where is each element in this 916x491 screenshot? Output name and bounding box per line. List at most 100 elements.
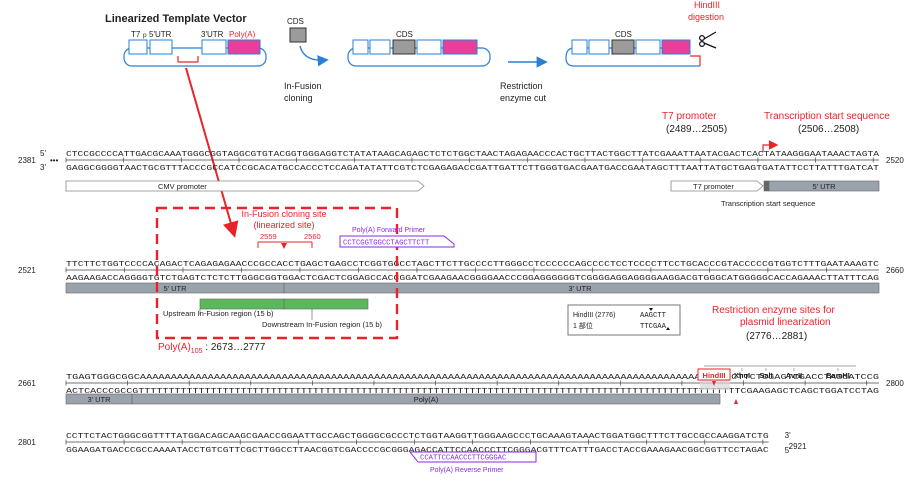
utr5-label: 5'UTR [149, 30, 172, 39]
three-prime-end: 3' [785, 431, 791, 440]
sequence-block-4: CCTTCTACTGGGCGGTTTTATGGACAGCAAGCGAACCGGA… [18, 431, 807, 455]
start-position: 2521 [18, 266, 36, 275]
p-label: p [143, 32, 147, 39]
sequence-block-2: TTCTTCTGGTCCCCACAGACTCAGAGAGAACCCGCCACCT… [18, 261, 904, 283]
tss-bar-label: Transcription start sequence [721, 199, 815, 208]
hindiii-info-title: HindIII (2776) [573, 312, 615, 319]
utr3-bar-2-label: 3' UTR [87, 395, 111, 404]
vector-schematic-3: CDS [565, 30, 701, 67]
utr5-bar-1 [768, 180, 880, 192]
hindiii-cut-bot [734, 399, 738, 404]
cds-label-1: CDS [287, 17, 304, 26]
pointer-arrow [185, 67, 239, 238]
sequence-block-1: CTCCGCCCCATTGACGCAAATGGGCGGTAGGCGTGTACGG… [18, 149, 904, 173]
enzyme-label-sali: SalI [759, 371, 772, 380]
infusion-label-1: In-Fusion [284, 81, 322, 91]
utr3-bar-1-label: 3' UTR [568, 284, 592, 293]
top-strand: CTCCGCCCCATTGACGCAAATGGGCGGTAGGCGTGTACGG… [66, 151, 880, 159]
cut-marker [281, 243, 287, 249]
hindiii-site-box [697, 368, 731, 381]
rs-title-2: plasmid linearization [740, 317, 831, 328]
bottom-strand: AAGAAGACCAGGGGTGTCTGAGTCTCTCTTGGGCGGTGGA… [66, 275, 879, 283]
bottom-strand: ACTCACCCGCCGTTTTTTTTTTTTTTTTTTTTTTTTTTTT… [66, 388, 879, 396]
end-position: 2520 [886, 156, 904, 165]
cmv-promoter-label: CMV promoter [158, 182, 207, 191]
hindiii-cut-top [712, 381, 716, 386]
rev-primer-box [408, 451, 537, 463]
infusion-site-title: In-Fusion cloning site [241, 209, 326, 219]
utr5-bar-label: 5' UTR [812, 182, 836, 191]
upstream-infusion-label: Upstream In-Fusion region (15 b) [163, 309, 274, 318]
hindiii-top-site: AAGCTT [640, 312, 667, 320]
t7-promoter-range: (2489…2505) [666, 124, 727, 135]
rs-title-1: Restriction enzyme sites for [712, 305, 835, 316]
five-prime-label: 5' [40, 149, 46, 158]
start-position: 2801 [18, 438, 36, 447]
bottom-strand: GAGGCGGGGTAACTGCGTTTACCCGCCATCCGCACATGCC… [66, 165, 880, 173]
end-position: 2660 [886, 266, 904, 275]
infusion-highlight-box [155, 206, 399, 340]
rev-primer-seq: CCATTCCAACCCTTCGGGAC [420, 455, 507, 463]
restriction-label-1: Restriction [500, 81, 543, 91]
end-position: 2800 [886, 379, 904, 388]
left-pos: 2559 [260, 232, 277, 241]
t7-promoter-bar [670, 180, 764, 192]
bottom-strand: GGAAGATGACCCGCCAAAATACCTGTCGTTCGCTTGGCCT… [66, 447, 770, 455]
fwd-primer-box [339, 235, 455, 248]
cmv-promoter-bar [65, 180, 425, 192]
three-prime-label: 3' [40, 163, 46, 172]
five-prime-end: 5' [785, 446, 791, 455]
utr3-bar-1 [283, 282, 880, 294]
cds-label-2: CDS [396, 30, 413, 39]
ellipsis: ••• [50, 156, 59, 165]
hindiii-bot-site: TTCGAA [640, 323, 667, 331]
rs-range: (2776…2881) [746, 331, 807, 342]
polya-bar-label: Poly(A) [414, 395, 439, 404]
cds-label-3: CDS [615, 30, 632, 39]
infusion-label-2: cloning [284, 93, 313, 103]
cds-insert-box [289, 27, 307, 43]
top-strand: TGAGTGGGCGGCAAAAAAAAAAAAAAAAAAAAAAAAAAAA… [66, 374, 879, 382]
infusion-site-sub: (linearized site) [253, 220, 314, 230]
tss-bar [763, 180, 770, 192]
start-position: 2661 [18, 379, 36, 388]
polya-bar [131, 393, 721, 405]
top-strand: TTCTTCTGGTCCCCACAGACTCAGAGAGAACCCGCCACCT… [66, 261, 880, 269]
hindiii-info-box [567, 304, 681, 336]
enzyme-label-xhoi: XhoI [734, 371, 750, 380]
downstream-infusion-label: Downstream In-Fusion region (15 b) [262, 320, 383, 329]
tss-range: (2506…2508) [798, 124, 859, 135]
enzyme-label-avrii: AvrII [786, 371, 802, 380]
utr3-label: 3'UTR [201, 30, 224, 39]
t7-promoter-bar-label: T7 promoter [693, 182, 734, 191]
scissors-icon [698, 31, 717, 49]
enzyme-label-bamhi: BamHI [826, 371, 850, 380]
utr5-bar-2-label: 5' UTR [163, 284, 187, 293]
fwd-primer-seq: CCTCGGTGGCCTAGCTTCTT [343, 240, 430, 248]
end-position: 2921 [789, 442, 807, 451]
t7-promoter-title: T7 promoter [662, 111, 717, 122]
polya-note: Poly(A)105 : 2673…2777 [158, 342, 266, 355]
right-pos: 2560 [304, 232, 321, 241]
tss-arrow [762, 140, 779, 152]
sequence-block-3: TGAGTGGGCGGCAAAAAAAAAAAAAAAAAAAAAAAAAAAA… [18, 374, 904, 396]
restriction-label-2: enzyme cut [500, 93, 547, 103]
vector-schematic-2: CDS [347, 30, 491, 67]
hindiii-digestion-1: HindIII [694, 0, 720, 10]
upstream-infusion-bar [199, 298, 285, 310]
enzyme-label-hindiii: HindIII [703, 371, 726, 380]
vector-title: Linearized Template Vector [105, 13, 247, 25]
hindiii-digestion-2: digestion [688, 12, 724, 22]
infusion-arrow [299, 45, 329, 67]
fwd-primer-label: Poly(A) Forward Primer [352, 227, 426, 234]
tss-title: Transcription start sequence [764, 111, 890, 122]
t7-label: T7 [131, 30, 141, 39]
hindiii-info-sub: 1 部位 [573, 321, 593, 330]
polya-label: Poly(A) [229, 30, 256, 39]
start-position: 2381 [18, 156, 36, 165]
downstream-infusion-bar [283, 298, 369, 310]
vector-schematic-1: T7 p 5'UTR 3'UTR Poly(A) [123, 30, 267, 67]
top-strand: CCTTCTACTGGGCGGTTTTATGGACAGCAAGCGAACCGGA… [66, 433, 769, 441]
